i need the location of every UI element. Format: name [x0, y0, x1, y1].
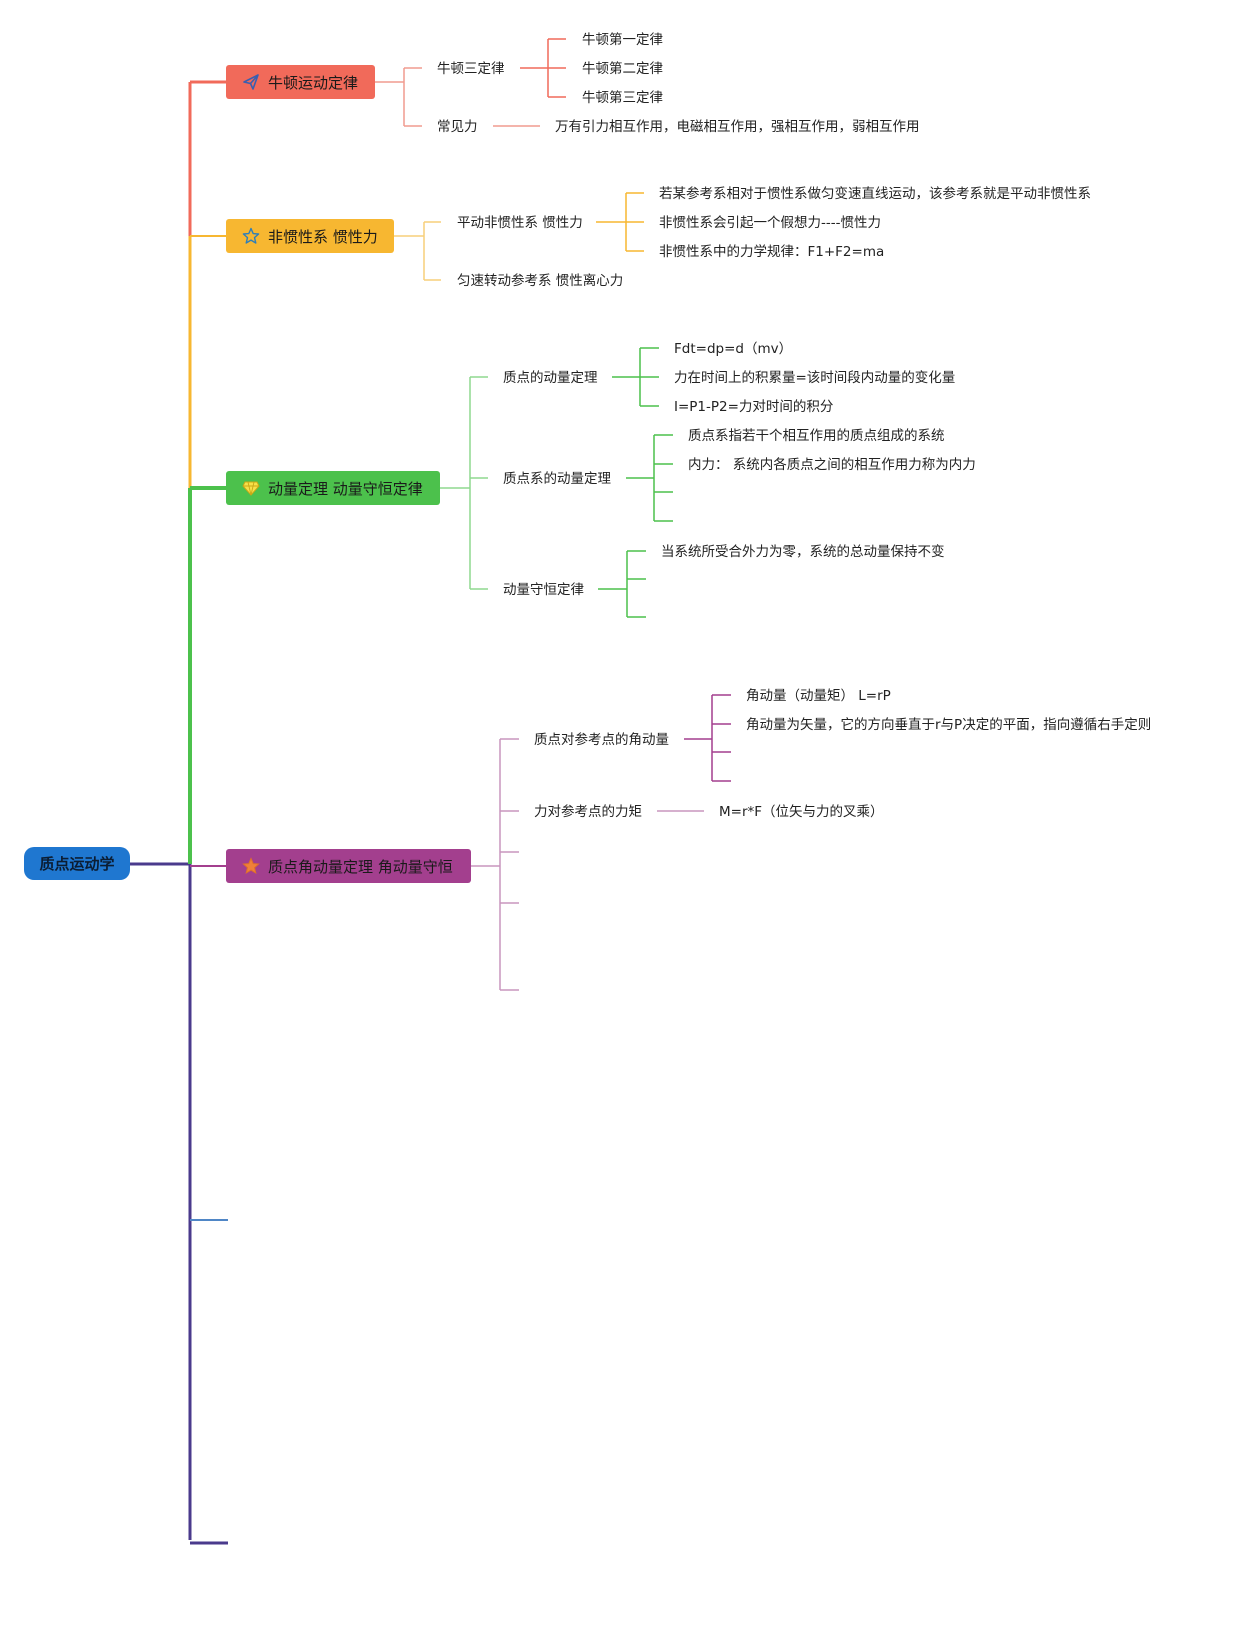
- topic-newton-first[interactable]: 牛顿第一定律: [582, 32, 663, 48]
- node-momentum[interactable]: 动量定理 动量守恒定律: [226, 471, 440, 505]
- node-noninertial-label: 非惯性系 惯性力: [268, 227, 378, 246]
- topic-newton-third[interactable]: 牛顿第三定律: [582, 90, 663, 106]
- topic-torque-formula[interactable]: M=r*F（位矢与力的叉乘）: [719, 804, 884, 820]
- node-noninertial[interactable]: 非惯性系 惯性力: [226, 219, 394, 253]
- topic-angular-vector[interactable]: 角动量为矢量，它的方向垂直于r与P决定的平面，指向遵循右手定则: [746, 717, 1152, 733]
- topic-particle-momentum[interactable]: 质点的动量定理: [503, 370, 598, 386]
- topic-inertial-force[interactable]: 非惯性系会引起一个假想力----惯性力: [659, 215, 881, 231]
- topic-translational-def[interactable]: 若某参考系相对于惯性系做匀变速直线运动，该参考系就是平动非惯性系: [659, 186, 1091, 202]
- topic-rotating-frame[interactable]: 匀速转动参考系 惯性离心力: [457, 273, 624, 289]
- node-angular[interactable]: 质点角动量定理 角动量守恒: [226, 849, 471, 883]
- topic-newton-laws[interactable]: 牛顿三定律: [437, 61, 505, 77]
- topic-noninertial-law[interactable]: 非惯性系中的力学规律：F1+F2=ma: [659, 244, 885, 260]
- topic-translational-frame[interactable]: 平动非惯性系 惯性力: [457, 215, 583, 231]
- star-outline-icon: [242, 227, 260, 245]
- node-momentum-label: 动量定理 动量守恒定律: [268, 479, 423, 498]
- topic-angular-formula[interactable]: 角动量（动量矩） L=rP: [746, 688, 891, 704]
- topic-system-def[interactable]: 质点系指若干个相互作用的质点组成的系统: [688, 428, 945, 444]
- topic-momentum-formula[interactable]: Fdt=dp=d（mv）: [674, 341, 793, 357]
- topic-torque[interactable]: 力对参考点的力矩: [534, 804, 642, 820]
- diamond-icon: [242, 479, 260, 497]
- root-label: 质点运动学: [39, 855, 115, 873]
- topic-momentum-conservation[interactable]: 动量守恒定律: [503, 582, 584, 598]
- node-angular-label: 质点角动量定理 角动量守恒: [268, 857, 453, 876]
- topic-internal-force[interactable]: 内力： 系统内各质点之间的相互作用力称为内力: [688, 457, 976, 473]
- topic-system-momentum[interactable]: 质点系的动量定理: [503, 471, 611, 487]
- topic-momentum-integral[interactable]: I=P1-P2=力对时间的积分: [674, 399, 834, 415]
- topic-momentum-impulse[interactable]: 力在时间上的积累量=该时间段内动量的变化量: [674, 370, 956, 386]
- paper-plane-icon: [242, 73, 260, 91]
- root-node[interactable]: 质点运动学: [24, 847, 130, 880]
- topic-forces-detail[interactable]: 万有引力相互作用，电磁相互作用，强相互作用，弱相互作用: [555, 119, 920, 135]
- topic-angular-momentum[interactable]: 质点对参考点的角动量: [534, 732, 669, 748]
- topic-common-forces[interactable]: 常见力: [437, 119, 478, 135]
- topic-newton-second[interactable]: 牛顿第二定律: [582, 61, 663, 77]
- node-newton-label: 牛顿运动定律: [268, 73, 359, 92]
- node-newton[interactable]: 牛顿运动定律: [226, 65, 375, 99]
- topic-conservation-def[interactable]: 当系统所受合外力为零，系统的总动量保持不变: [661, 544, 945, 560]
- star-filled-icon: [242, 857, 260, 875]
